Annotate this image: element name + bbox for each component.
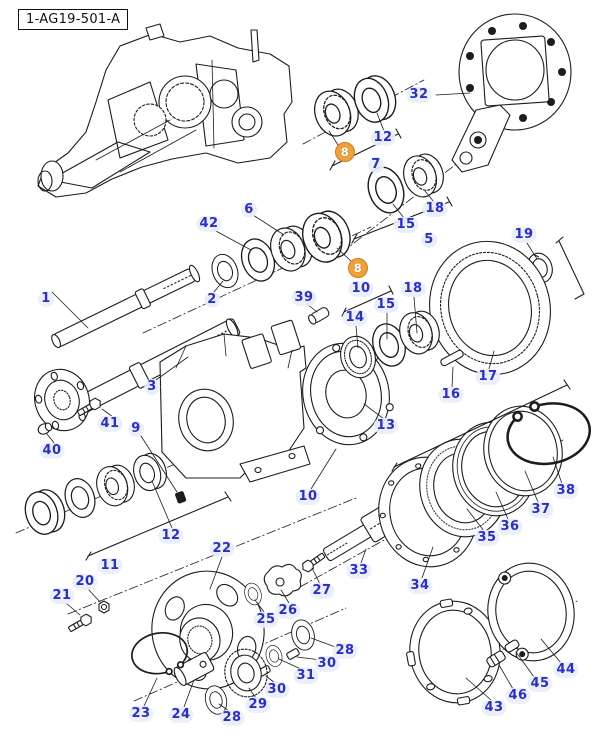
callout-8-highlight: 8 bbox=[348, 258, 368, 278]
callout-3: 3 bbox=[144, 378, 160, 396]
callout-45: 45 bbox=[527, 675, 553, 693]
roller-30a bbox=[286, 648, 300, 660]
seal-bearing-group-lower bbox=[340, 305, 446, 379]
axle-flange bbox=[34, 368, 90, 432]
brake-actuator-ring bbox=[406, 598, 501, 706]
figure-id-label: 1-AG19-501-A bbox=[18, 9, 129, 30]
carrier-nut bbox=[98, 600, 110, 614]
callout-46: 46 bbox=[505, 687, 531, 705]
callout-6: 6 bbox=[241, 201, 257, 219]
brake-cover-plate bbox=[451, 13, 572, 173]
callout-23: 23 bbox=[128, 705, 154, 723]
callout-8-highlight: 8 bbox=[335, 142, 355, 162]
callout-11: 11 bbox=[97, 557, 123, 575]
callout-5: 5 bbox=[421, 231, 437, 249]
housing-plug bbox=[175, 491, 187, 504]
input-shaft bbox=[51, 264, 201, 349]
callout-34: 34 bbox=[407, 577, 433, 595]
transmission-cutaway-drawing bbox=[37, 23, 293, 198]
callout-33: 33 bbox=[346, 562, 372, 580]
callout-40: 40 bbox=[39, 442, 65, 460]
shim-ring bbox=[483, 405, 563, 497]
callout-19: 19 bbox=[511, 226, 537, 244]
ring-gear bbox=[429, 240, 551, 376]
callout-9: 9 bbox=[128, 420, 144, 438]
callout-38: 38 bbox=[553, 482, 579, 500]
callout-18: 18 bbox=[422, 200, 448, 218]
planet-gear bbox=[224, 648, 268, 698]
callout-12: 12 bbox=[370, 129, 396, 147]
callout-29: 29 bbox=[245, 696, 271, 714]
callout-10: 10 bbox=[348, 280, 374, 298]
callout-35: 35 bbox=[474, 529, 500, 547]
callout-39: 39 bbox=[291, 289, 317, 307]
leader-lines bbox=[46, 92, 563, 712]
callout-16: 16 bbox=[438, 386, 464, 404]
brake-actuator-ring-2 bbox=[487, 562, 575, 662]
callout-25: 25 bbox=[253, 611, 279, 629]
callout-10: 10 bbox=[295, 488, 321, 506]
callout-27: 27 bbox=[309, 582, 335, 600]
callout-22: 22 bbox=[209, 540, 235, 558]
callout-1: 1 bbox=[38, 290, 54, 308]
lock-plate bbox=[263, 563, 302, 597]
callout-28: 28 bbox=[219, 709, 245, 727]
adjuster-pin bbox=[486, 650, 506, 668]
callout-42: 42 bbox=[196, 215, 222, 233]
callout-28: 28 bbox=[332, 642, 358, 660]
callout-12: 12 bbox=[158, 527, 184, 545]
callout-15: 15 bbox=[373, 296, 399, 314]
link-pin bbox=[504, 639, 520, 653]
callout-36: 36 bbox=[497, 518, 523, 536]
callout-14: 14 bbox=[342, 309, 368, 327]
callout-32: 32 bbox=[406, 86, 432, 104]
callout-44: 44 bbox=[553, 661, 579, 679]
callout-20: 20 bbox=[72, 573, 98, 591]
callout-2: 2 bbox=[204, 291, 220, 309]
callout-30: 30 bbox=[264, 681, 290, 699]
callout-17: 17 bbox=[475, 368, 501, 386]
callout-24: 24 bbox=[168, 706, 194, 724]
final-drive-housing bbox=[159, 319, 394, 504]
callout-31: 31 bbox=[293, 667, 319, 685]
callout-7: 7 bbox=[368, 156, 384, 174]
roll-pin bbox=[308, 307, 330, 325]
callout-13: 13 bbox=[373, 417, 399, 435]
callout-15: 15 bbox=[393, 216, 419, 234]
dowel-pin bbox=[440, 349, 464, 367]
callout-21: 21 bbox=[49, 587, 75, 605]
callout-43: 43 bbox=[481, 699, 507, 717]
planet-pin bbox=[173, 652, 215, 687]
callout-37: 37 bbox=[528, 501, 554, 519]
callout-30: 30 bbox=[314, 655, 340, 673]
drain-plug bbox=[37, 422, 53, 435]
callout-41: 41 bbox=[97, 415, 123, 433]
callout-18: 18 bbox=[400, 280, 426, 298]
callout-26: 26 bbox=[275, 602, 301, 620]
